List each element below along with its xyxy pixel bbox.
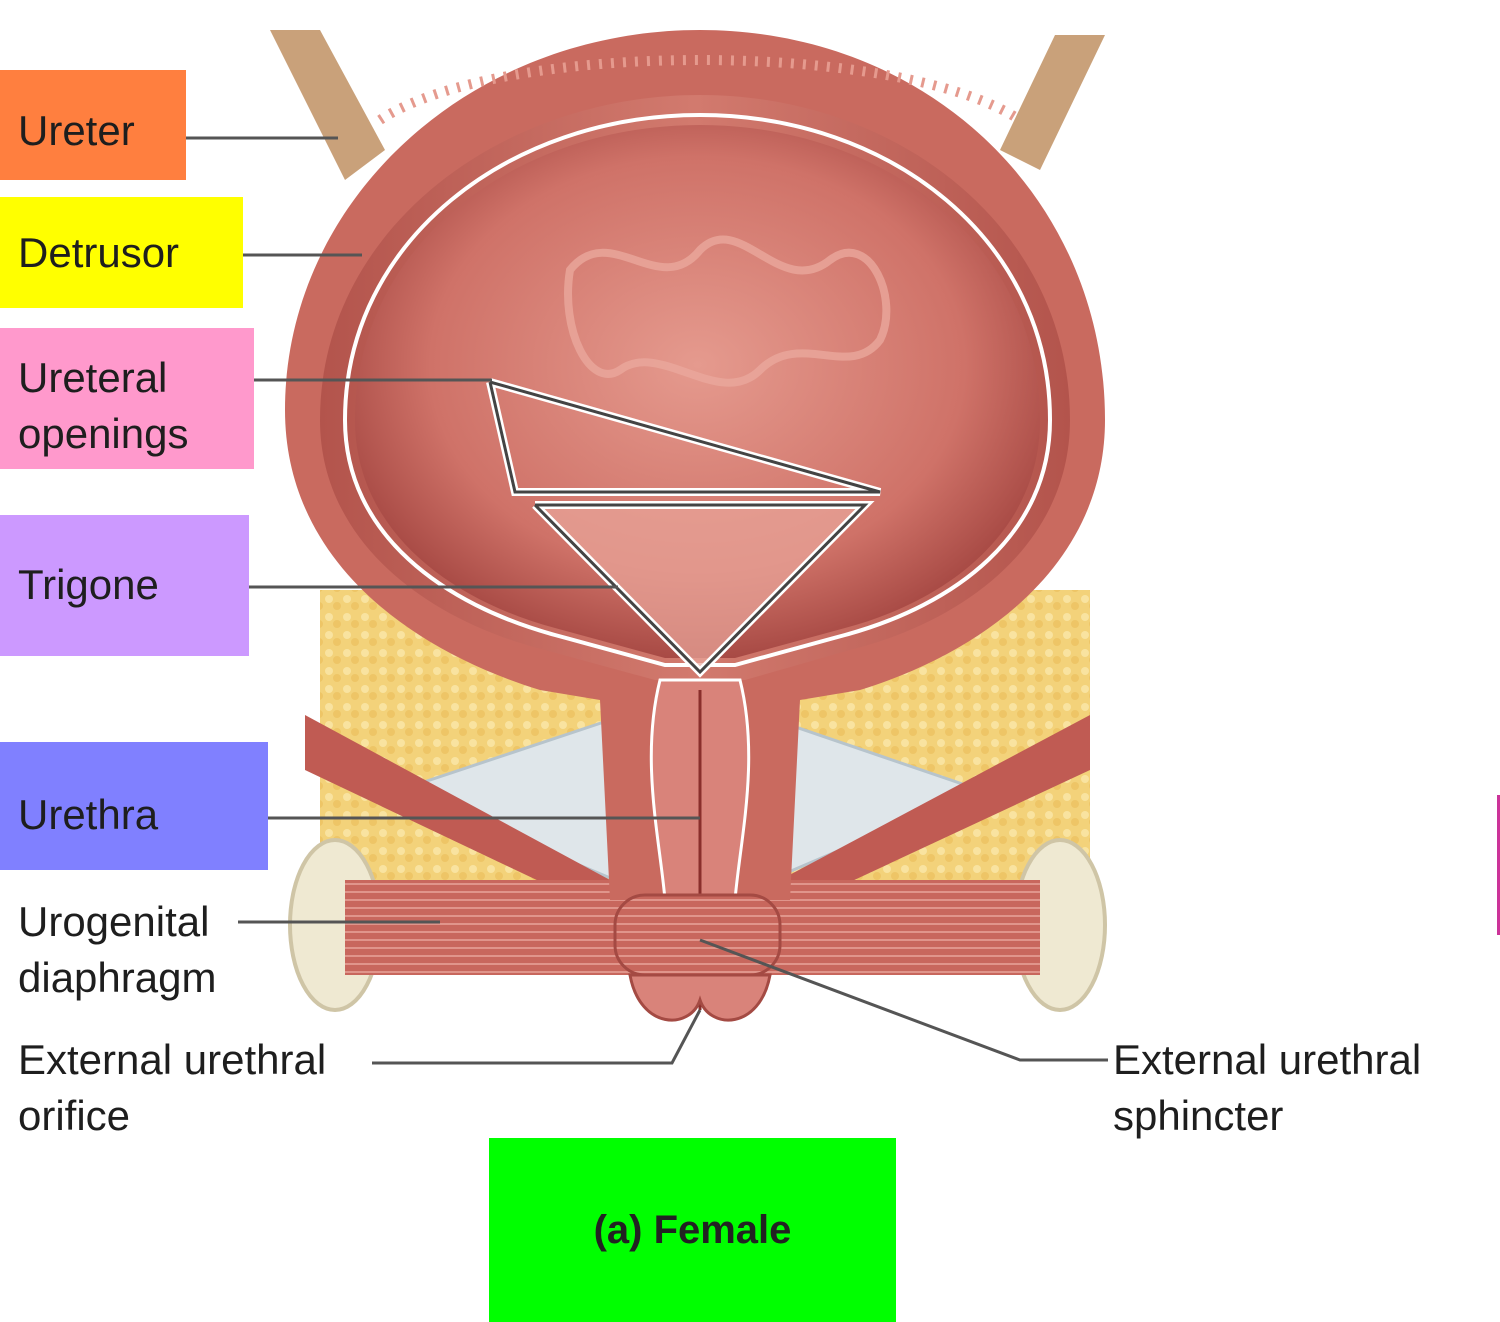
left-ureter bbox=[270, 30, 385, 180]
external-urethral-sphincter-label: External urethral sphincter bbox=[1113, 1036, 1422, 1139]
external-urethral-sphincter-leader bbox=[699, 938, 1108, 1062]
ureteral-openings-triangle-core bbox=[488, 380, 881, 494]
bladder-top-striations bbox=[377, 55, 1023, 125]
external-urethral-orifice-leader bbox=[372, 1009, 702, 1065]
trigone-box bbox=[0, 515, 249, 656]
ureteral-openings-box bbox=[0, 328, 254, 469]
ureter-box bbox=[0, 70, 186, 180]
mucosa-outline bbox=[342, 112, 1053, 667]
trigone-label: Trigone bbox=[18, 561, 159, 608]
right-edge-mark bbox=[1497, 795, 1500, 935]
urethra-box bbox=[0, 742, 268, 870]
left-levator bbox=[305, 715, 610, 910]
right-levator bbox=[780, 715, 1090, 910]
external-urethral-orifice-label: External urethral orifice bbox=[18, 1036, 327, 1139]
trigone-area bbox=[535, 505, 865, 670]
rugae bbox=[564, 235, 891, 387]
caption-box: (a) Female bbox=[489, 1138, 896, 1322]
caption-text: (a) Female bbox=[593, 1207, 792, 1252]
ureter-label: Ureter bbox=[18, 107, 135, 154]
right-edge-mark-top bbox=[1496, 380, 1500, 560]
urethra-label: Urethra bbox=[18, 791, 159, 838]
right-ureter bbox=[1000, 35, 1105, 170]
detrusor-box bbox=[0, 197, 243, 308]
orifice-lips bbox=[628, 973, 772, 1022]
detrusor-label: Detrusor bbox=[18, 229, 180, 276]
ureteral-openings-label: Ureteral openings bbox=[18, 354, 189, 457]
sphincter-band bbox=[613, 893, 782, 977]
urogenital-diaphragm-label: Urogenital diaphragm bbox=[18, 898, 217, 1001]
